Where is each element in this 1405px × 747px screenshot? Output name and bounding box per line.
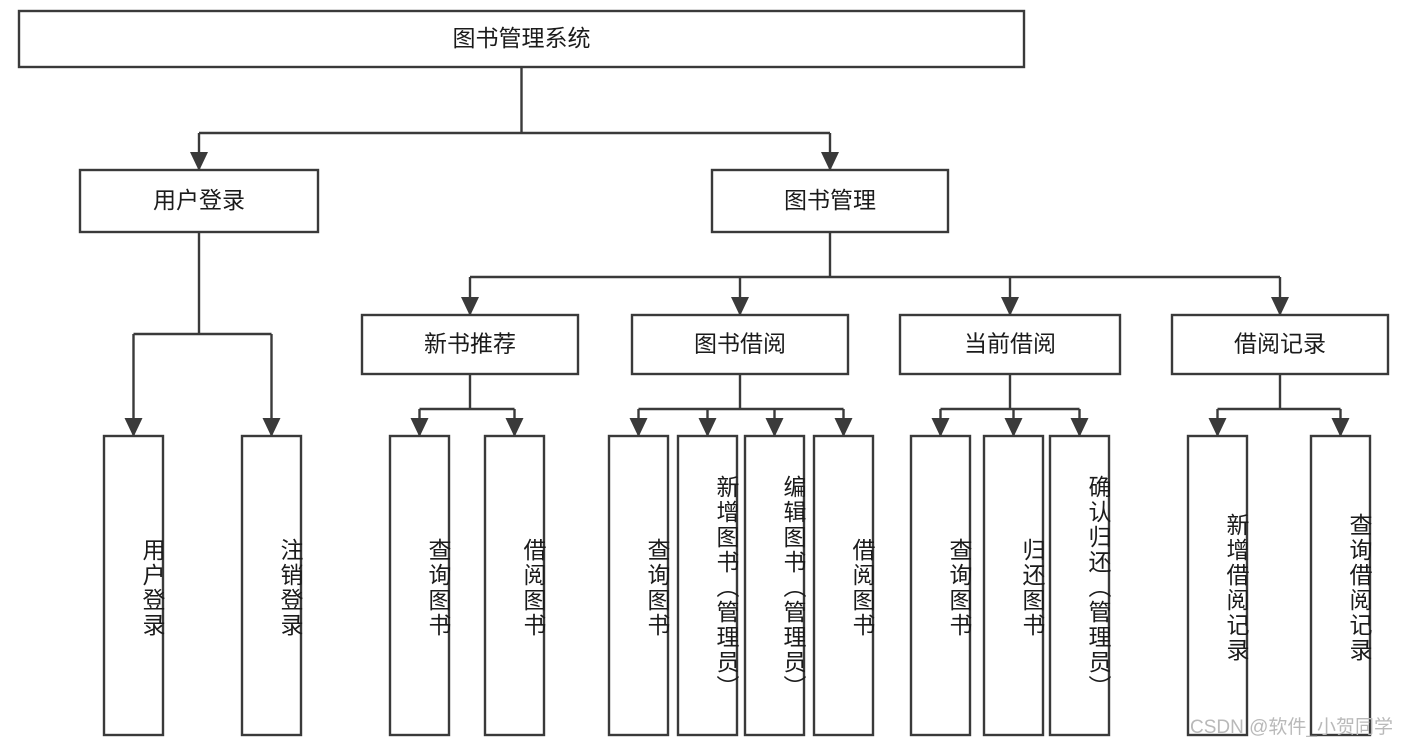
arrow-head-icon — [1001, 297, 1019, 316]
node-leaf-6[interactable] — [743, 434, 806, 737]
arrow-head-icon — [931, 418, 950, 437]
arrow-head-icon — [731, 297, 749, 316]
node-level3-0[interactable] — [360, 313, 580, 376]
node-leaf-4[interactable] — [607, 434, 670, 737]
arrow-head-icon — [505, 418, 524, 437]
watermark-text: CSDN @软件_小贺同学 — [1190, 717, 1393, 738]
node-leaf-2[interactable] — [388, 434, 451, 737]
arrow-head-icon — [410, 418, 429, 437]
arrow-head-icon — [1208, 418, 1227, 437]
arrow-head-icon — [190, 152, 208, 171]
node-level3-label-1: 图书借阅 — [694, 331, 786, 357]
arrow-head-icon — [1070, 418, 1089, 437]
arrow-head-icon — [698, 418, 717, 437]
arrow-head-icon — [124, 418, 143, 437]
node-level2-label-0: 用户登录 — [153, 187, 245, 213]
node-leaf-11[interactable] — [1186, 434, 1249, 737]
node-leaf-3[interactable] — [483, 434, 546, 737]
node-level2-label-1: 图书管理 — [784, 187, 876, 213]
node-level3-2[interactable] — [898, 313, 1122, 376]
arrow-head-icon — [1004, 418, 1023, 437]
node-leaf-1[interactable] — [240, 434, 303, 737]
node-leaf-0[interactable] — [102, 434, 165, 737]
node-level3-label-0: 新书推荐 — [424, 331, 516, 357]
node-leaf-9[interactable] — [982, 434, 1045, 737]
arrow-head-icon — [262, 418, 281, 437]
node-root-label: 图书管理系统 — [453, 25, 591, 51]
arrow-head-icon — [461, 297, 479, 316]
boxes-layer — [17, 9, 1390, 737]
arrow-head-icon — [1331, 418, 1350, 437]
node-leaf-7[interactable] — [812, 434, 875, 737]
node-root-图书管理系统[interactable] — [17, 9, 1026, 69]
arrow-head-icon — [629, 418, 648, 437]
node-level3-label-3: 借阅记录 — [1234, 331, 1326, 357]
node-leaf-5[interactable] — [676, 434, 739, 737]
arrow-head-icon — [1271, 297, 1289, 316]
node-level2-0[interactable] — [78, 168, 320, 234]
node-level3-label-2: 当前借阅 — [964, 331, 1056, 357]
arrow-head-icon — [834, 418, 853, 437]
arrow-head-icon — [765, 418, 784, 437]
arrow-head-icon — [821, 152, 839, 171]
node-level3-1[interactable] — [630, 313, 850, 376]
node-leaf-8[interactable] — [909, 434, 972, 737]
node-level3-3[interactable] — [1170, 313, 1390, 376]
connectors-layer — [124, 67, 1350, 437]
node-level2-1[interactable] — [710, 168, 950, 234]
node-leaf-12[interactable] — [1309, 434, 1372, 737]
node-leaf-10[interactable] — [1048, 434, 1111, 737]
